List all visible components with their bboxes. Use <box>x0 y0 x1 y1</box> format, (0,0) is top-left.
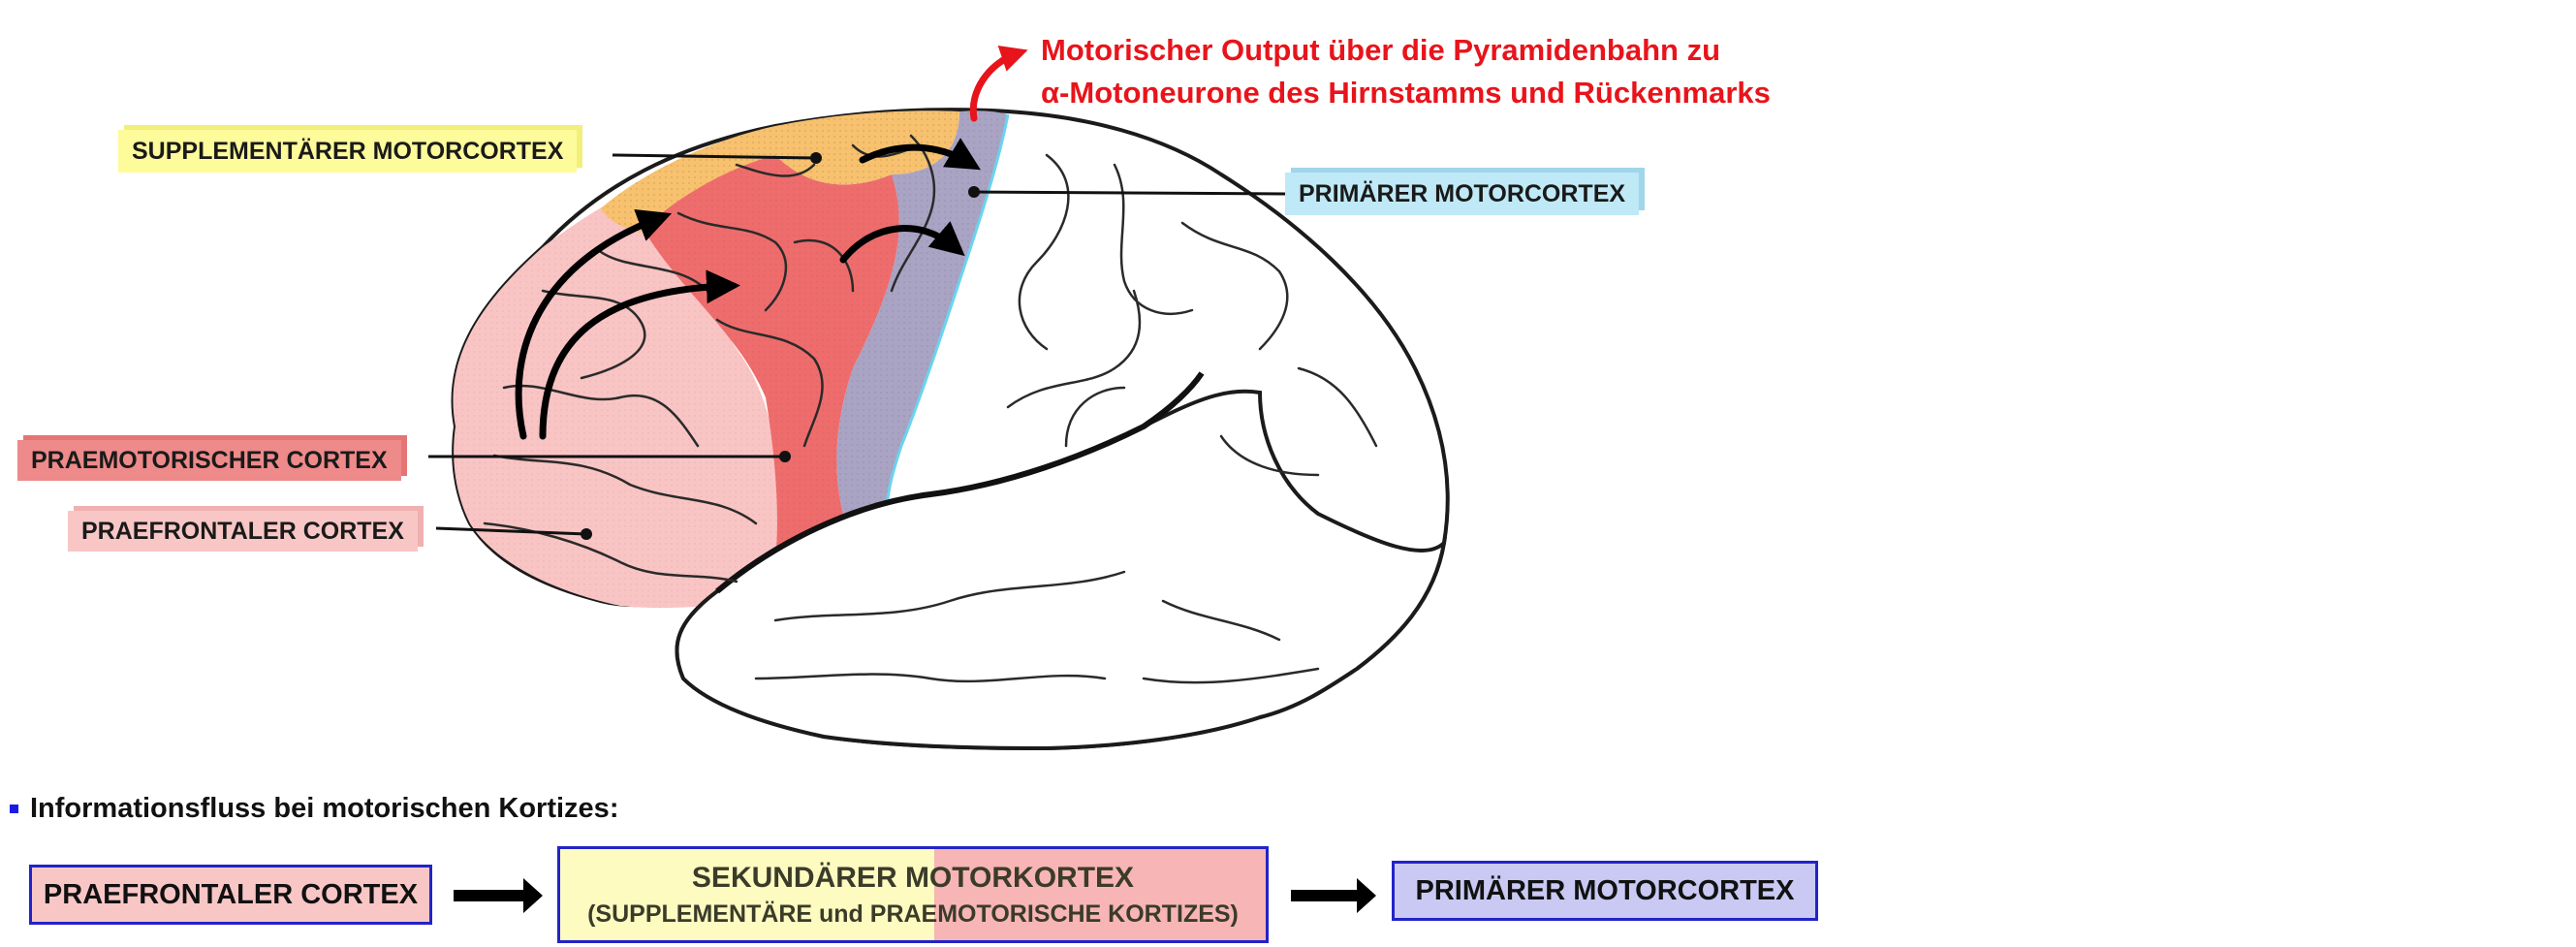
leader-lines <box>428 153 1286 536</box>
label-supplementary-motor-cortex: SUPPLEMENTÄRER MOTORCORTEX <box>118 130 578 173</box>
flow-arrow-1 <box>454 878 543 913</box>
flow-box-secondary-motor: SEKUNDÄRER MOTORKORTEX (SUPPLEMENTÄRE un… <box>557 846 1269 943</box>
central-sulcus <box>885 113 1010 515</box>
flow-title: Informationsfluss bei motorischen Kortiz… <box>10 793 618 825</box>
leader-dot-pfc <box>581 528 592 540</box>
flow-arrow-pfc-to-sma <box>515 209 673 440</box>
flow-box-prefrontal: PRAEFRONTALER CORTEX <box>29 865 432 925</box>
motor-output-caption: Motorischer Output über die Pyramidenbah… <box>1041 29 1771 114</box>
supplementary-region-dots <box>601 110 959 233</box>
flow-box-secondary-title: SEKUNDÄRER MOTORKORTEX <box>691 862 1135 894</box>
gyri-lines <box>483 134 1378 684</box>
label-premotor-cortex: PRAEMOTORISCHER CORTEX <box>17 440 401 481</box>
motor-output-line2: α-Motoneurone des Hirnstamms und Rückenm… <box>1041 76 1771 110</box>
lateral-sulcus <box>715 371 1205 594</box>
leader-line-m1 <box>973 190 1286 196</box>
label-primary-motor-cortex: PRIMÄRER MOTORCORTEX <box>1285 173 1640 215</box>
flow-arrow-pmc-to-m1 <box>839 221 965 264</box>
leader-dot-pmc <box>779 451 791 462</box>
label-prefrontal-cortex: PRAEFRONTALER CORTEX <box>68 511 418 552</box>
motor-output-line1: Motorischer Output über die Pyramidenbah… <box>1041 33 1721 67</box>
leader-line-pfc <box>435 526 587 536</box>
flow-arrow-pfc-to-pmc <box>539 269 740 440</box>
output-arrow <box>969 46 1028 122</box>
leader-dots <box>581 152 980 540</box>
flow-arrows-cortex <box>515 138 982 440</box>
bullet-icon <box>10 805 18 813</box>
flow-arrow-sma-to-m1 <box>859 138 982 171</box>
flow-arrow-2 <box>1291 878 1376 913</box>
premotor-region-dots <box>640 155 899 562</box>
flow-box-primary-motor: PRIMÄRER MOTORCORTEX <box>1392 861 1818 921</box>
leader-line-sma <box>612 153 817 160</box>
flow-arrows-bottom <box>454 878 1376 913</box>
leader-dot-sma <box>810 152 822 164</box>
flow-title-text: Informationsfluss bei motorischen Kortiz… <box>30 793 619 824</box>
flow-box-secondary-subtitle: (SUPPLEMENTÄRE und PRAEMOTORISCHE KORTIZ… <box>587 900 1239 928</box>
leader-dot-m1 <box>968 186 980 198</box>
primary-motor-region-dots <box>836 110 1008 514</box>
